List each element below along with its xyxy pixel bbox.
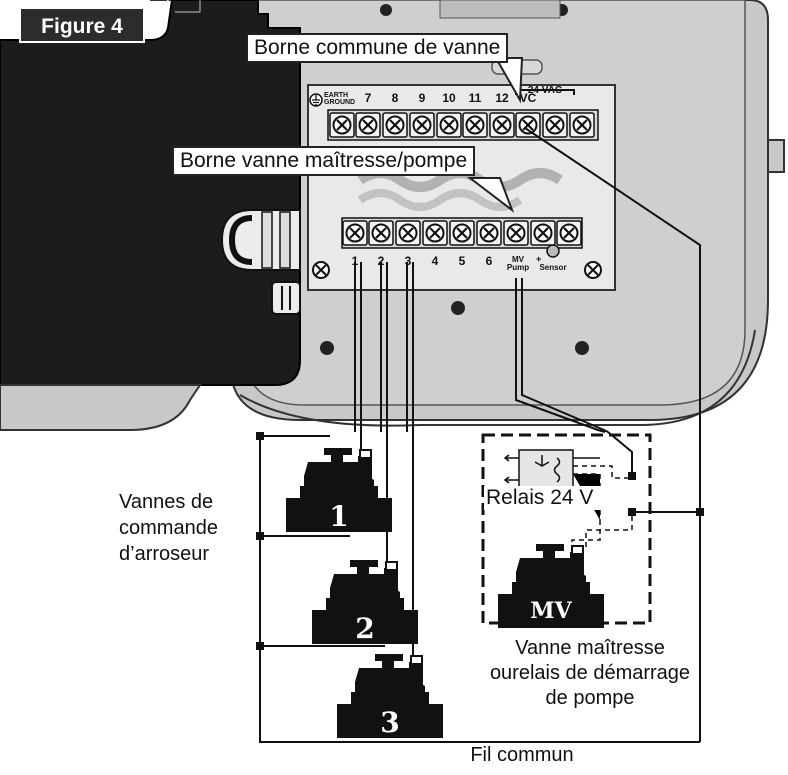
panel-screw-left-icon — [312, 261, 330, 279]
upper-station-label: 9 — [419, 91, 426, 105]
master-label-line-2: ourelais de démarrage — [489, 662, 691, 684]
lower-terminal-screw-icon — [341, 219, 369, 247]
upper-station-label: 7 — [365, 91, 372, 105]
lower-station-label: 4 — [432, 254, 439, 268]
sprinkler-valves-label: Vannes de commande d’arroseur — [119, 489, 218, 567]
common-terminal-callout: Borne commune de vanne — [246, 33, 509, 63]
controller-door — [0, 0, 301, 386]
lower-station-label: 5 — [459, 254, 466, 268]
sprinkler-valves: 1 2 3 — [285, 447, 444, 739]
upper-terminal-screw-icon — [568, 111, 596, 139]
relay-label: Relais 24 V — [486, 486, 594, 509]
upper-terminal-screw-icon — [488, 111, 516, 139]
upper-station-label: 8 — [392, 91, 399, 105]
earth-label-2: GROUND — [324, 99, 355, 106]
master-valve-label: Vanne maîtresse ourelais de démarrage de… — [445, 636, 735, 711]
lower-terminal-screw-icon — [475, 219, 503, 247]
upper-terminal-screw-icon — [514, 111, 542, 139]
panel-screw-right-icon — [584, 261, 602, 279]
lower-station-label: 6 — [486, 254, 493, 268]
upper-station-label: 12 — [495, 91, 509, 105]
mv-terminal-label-2: Pump — [507, 263, 529, 272]
lower-station-label: 3 — [405, 254, 412, 268]
valve-number: 1 — [329, 500, 348, 533]
master-label-line-3: de pompe — [545, 687, 635, 709]
upper-terminal-screw-icon — [541, 111, 569, 139]
master-valve-badge: MV — [530, 598, 572, 624]
upper-terminal-screw-icon — [381, 111, 409, 139]
rain-sensor-icon — [546, 244, 560, 258]
door-hinge-icon — [271, 281, 301, 315]
sensor-label: Sensor — [539, 263, 566, 272]
lower-terminal-screw-icon — [529, 219, 557, 247]
valve-1-icon: 1 — [285, 447, 393, 533]
door-latch-icon — [220, 209, 301, 271]
wire-junctions — [256, 432, 704, 650]
upper-terminal-screw-icon — [408, 111, 436, 139]
lower-terminal-screw-icon — [555, 219, 583, 247]
lower-terminal-screw-icon — [367, 219, 395, 247]
common-wire-label: Fil commun — [440, 744, 604, 767]
sprinkler-label-line-1: Vannes de — [119, 491, 214, 513]
figure-label: Figure 4 — [19, 7, 145, 43]
valve-number: 2 — [355, 612, 374, 645]
master-valve-icon: MV — [497, 543, 605, 629]
lower-station-label: 1 — [352, 254, 359, 268]
upper-terminal-screw-icon — [354, 111, 382, 139]
lower-terminal-screw-icon — [448, 219, 476, 247]
lower-station-label: 2 — [378, 254, 385, 268]
upper-terminal-screw-icon — [461, 111, 489, 139]
lower-terminal-screw-icon — [421, 219, 449, 247]
sprinkler-label-line-2: commande — [119, 517, 218, 539]
sensor-plus-label: + — [536, 254, 541, 264]
figure-label-text: Figure 4 — [41, 15, 123, 38]
sprinkler-label-line-3: d’arroseur — [119, 543, 210, 565]
upper-station-label: 10 — [442, 91, 456, 105]
lower-terminal-screw-icon — [502, 219, 530, 247]
valve-3-icon: 3 — [336, 653, 444, 739]
lower-terminal-screw-icon — [394, 219, 422, 247]
earth-ground-icon — [309, 93, 323, 107]
master-valve-terminal-callout: Borne vanne maîtresse/pompe — [172, 146, 476, 176]
valve-number: 3 — [380, 706, 399, 739]
vac-label: 24 VAC — [528, 85, 562, 96]
mv-terminal-label-1: MV — [512, 255, 525, 264]
vc-terminal-label: VC — [520, 91, 537, 105]
lower-terminal-strip: + Sensor MV Pump 1 2 3 4 5 6 — [341, 217, 583, 272]
master-label-line-1: Vanne maîtresse — [515, 637, 665, 659]
earth-label-1: EARTH — [324, 92, 348, 99]
upper-terminal-screw-icon — [435, 111, 463, 139]
upper-terminal-screw-icon — [328, 111, 356, 139]
valve-2-icon: 2 — [311, 559, 419, 645]
upper-station-label: 11 — [469, 91, 482, 105]
